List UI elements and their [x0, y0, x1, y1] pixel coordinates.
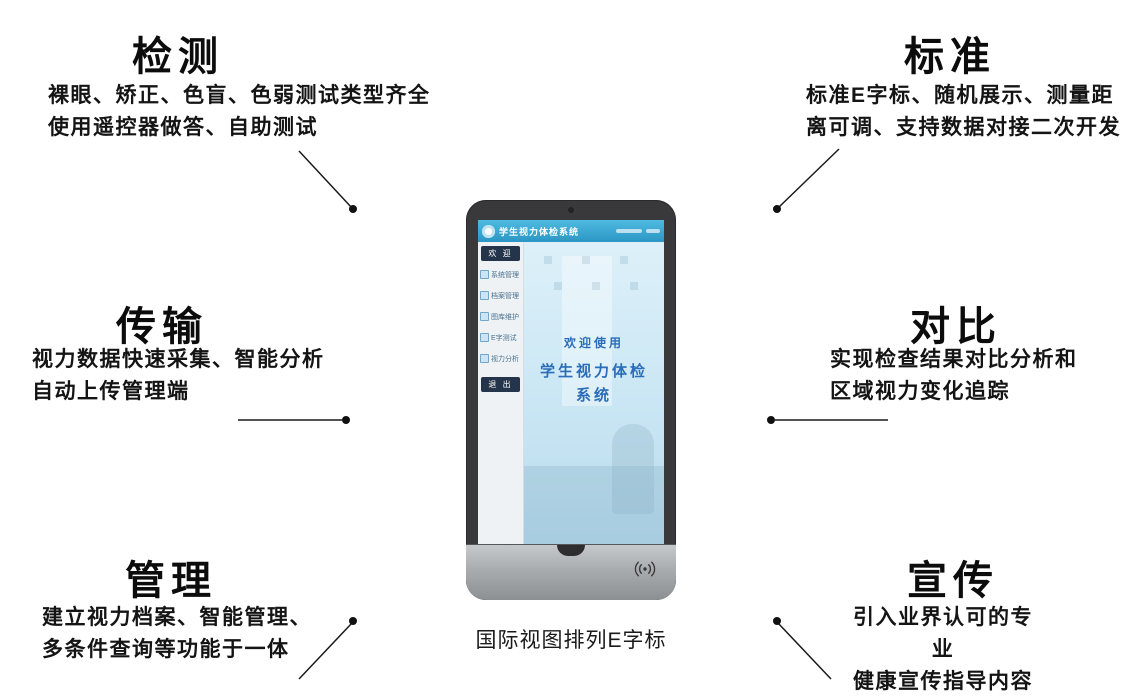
app-main-area: 欢迎使用 学生视力体检系统	[524, 242, 664, 544]
background-echart-mark	[620, 256, 628, 264]
welcome-block: 欢迎使用 学生视力体检系统	[524, 334, 664, 408]
feature-body-standard: 标准E字标、随机展示、测量距 离可调、支持数据对接二次开发	[806, 80, 1121, 144]
camera-icon	[568, 207, 574, 213]
analysis-icon	[480, 354, 489, 363]
background-echart-mark	[554, 282, 562, 290]
sidebar-item-analysis[interactable]: 视力分析	[478, 348, 523, 369]
sidebar-item-archive[interactable]: 档案管理	[478, 285, 523, 306]
sidebar-item-label: E字测试	[491, 334, 517, 342]
feature-line: 视力数据快速采集、智能分析	[32, 348, 325, 371]
sidebar-item-label: 视力分析	[491, 355, 519, 363]
background-desk	[524, 466, 664, 544]
connector-dot-standard	[773, 205, 781, 213]
feature-line: 建立视力档案、智能管理、	[42, 606, 312, 629]
connector-line-detect	[298, 150, 353, 209]
sidebar-item-echart-test[interactable]: E字测试	[478, 327, 523, 348]
sidebar-exit-button[interactable]: 退 出	[481, 377, 520, 392]
feature-body-detect: 裸眼、矫正、色盲、色弱测试类型齐全 使用遥控器做答、自助测试	[48, 80, 431, 144]
device-caption: 国际视图排列E字标	[475, 629, 667, 652]
feature-line: 引入业界认可的专业	[853, 606, 1033, 661]
connector-line-publicity	[777, 622, 832, 680]
connector-dot-publicity	[773, 617, 781, 625]
feature-body-transfer: 视力数据快速采集、智能分析 自动上传管理端	[32, 344, 325, 408]
feature-title-transfer: 传输	[116, 305, 208, 349]
feature-line: 裸眼、矫正、色盲、色弱测试类型齐全	[48, 84, 431, 107]
header-user-text-blur	[646, 229, 660, 233]
background-echart-mark	[592, 282, 600, 290]
background-echart-mark	[630, 282, 638, 290]
system-name: 学生视力体检系统	[539, 363, 648, 404]
feature-line: 标准E字标、随机展示、测量距	[806, 84, 1115, 107]
feature-body-publicity: 引入业界认可的专业 健康宣传指导内容	[843, 602, 1043, 698]
app-header: 学生视力体检系统	[478, 220, 664, 242]
device-chin	[466, 544, 676, 600]
feature-line: 多条件查询等功能于一体	[42, 638, 290, 661]
feature-line: 离可调、支持数据对接二次开发	[806, 116, 1121, 139]
app-sidebar: 欢 迎 系统管理 档案管理 图库维护 E字测试	[478, 242, 524, 544]
kiosk-device: 学生视力体检系统 欢 迎 系统管理 档案管理 图库维护	[466, 200, 676, 600]
header-user-text-blur	[616, 229, 642, 233]
feature-line: 使用遥控器做答、自助测试	[48, 116, 318, 139]
sidebar-item-label: 图库维护	[491, 313, 519, 321]
feature-line: 区域视力变化追踪	[830, 380, 1010, 403]
feature-title-publicity: 宣传	[907, 559, 999, 603]
feature-line: 健康宣传指导内容	[853, 670, 1033, 693]
app-logo-icon	[482, 224, 495, 238]
archive-icon	[480, 291, 489, 300]
connector-dot-compare	[767, 416, 775, 424]
connector-dot-transfer	[342, 416, 350, 424]
speaker-notch	[557, 545, 585, 556]
connector-dot-detect	[349, 205, 357, 213]
background-echart-mark	[544, 256, 552, 264]
sidebar-item-label: 档案管理	[491, 292, 519, 300]
feature-body-compare: 实现检查结果对比分析和 区域视力变化追踪	[830, 344, 1078, 408]
feature-line: 自动上传管理端	[32, 380, 190, 403]
sidebar-item-label: 系统管理	[491, 271, 519, 279]
welcome-title: 欢迎使用	[563, 336, 624, 350]
background-echart-mark	[582, 256, 590, 264]
gallery-icon	[480, 312, 489, 321]
background-wall-panel	[562, 256, 612, 406]
feature-title-standard: 标准	[904, 35, 996, 79]
test-icon	[480, 333, 489, 342]
system-icon	[480, 270, 489, 279]
contactless-nfc-icon	[634, 561, 656, 577]
feature-title-compare: 对比	[910, 305, 1002, 349]
sidebar-item-system[interactable]: 系统管理	[478, 264, 523, 285]
sidebar-welcome-button[interactable]: 欢 迎	[481, 246, 520, 261]
connector-dot-manage	[349, 617, 357, 625]
feature-line: 实现检查结果对比分析和	[830, 348, 1078, 371]
background-person	[612, 424, 654, 514]
app-title: 学生视力体检系统	[499, 226, 580, 237]
connector-line-standard	[777, 148, 840, 209]
sidebar-item-gallery[interactable]: 图库维护	[478, 306, 523, 327]
feature-title-manage: 管理	[125, 559, 217, 603]
feature-body-manage: 建立视力档案、智能管理、 多条件查询等功能于一体	[42, 602, 312, 666]
feature-title-detect: 检测	[132, 35, 224, 79]
device-screen: 学生视力体检系统 欢 迎 系统管理 档案管理 图库维护	[478, 220, 664, 544]
